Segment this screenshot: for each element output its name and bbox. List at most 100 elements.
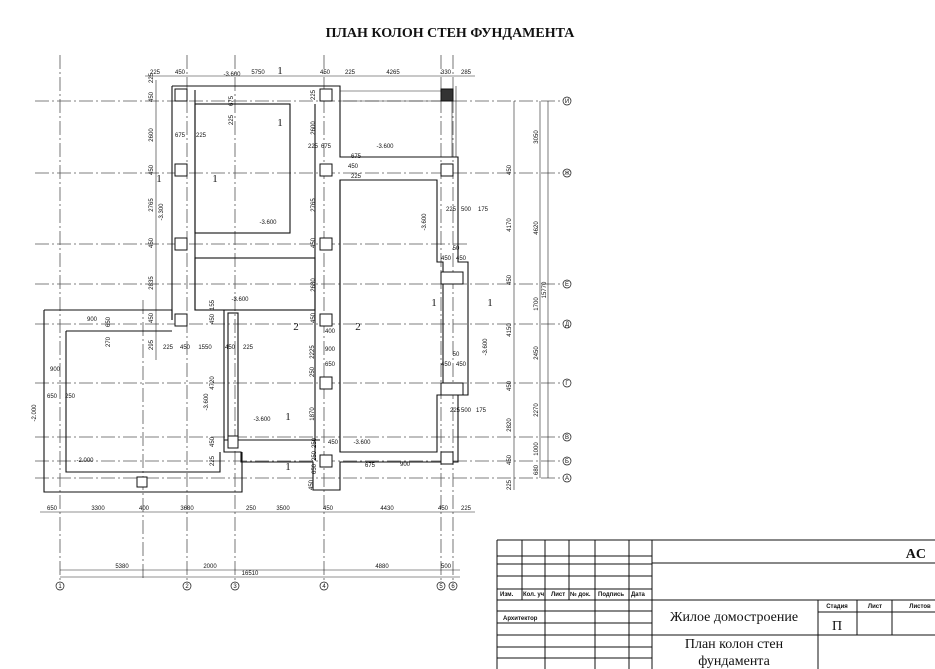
dimension-label-bottom: 450: [323, 506, 334, 512]
axis-bubble: [562, 473, 572, 483]
dimension-label-interior: 1550: [198, 345, 212, 351]
dimension-label-interior: 2765: [311, 198, 317, 212]
dimension-label-left: 450: [149, 91, 155, 102]
axis-bubble: [562, 279, 572, 289]
dimension-label-left: 2600: [149, 128, 155, 142]
column: [319, 237, 333, 251]
axis-label-column: 1: [58, 584, 62, 590]
dimension-label-bottom: 3680: [180, 506, 194, 512]
header-signature: Подпись: [598, 592, 624, 598]
dimension-label-interior: 450: [210, 313, 216, 324]
dimension-label-left: 450: [149, 312, 155, 323]
section-mark: 1: [431, 297, 437, 309]
column: [440, 451, 454, 465]
dimension-label-right-inner: 450: [507, 454, 513, 465]
dimension-label-bottom: 450: [438, 506, 449, 512]
annotation-marks: -3.600-3.600-3.600-3.600-3.600-3.600-3.6…: [32, 65, 493, 473]
axis-label-row: И: [565, 99, 569, 105]
dimension-label-interior: 400: [325, 329, 336, 335]
section-mark: 1: [156, 173, 162, 185]
section-mark: 1: [277, 117, 283, 129]
dimension-label-bottom: 250: [246, 506, 257, 512]
dimension-label-interior: 225: [163, 345, 174, 351]
dimension-label-interior: 900: [400, 462, 411, 468]
dimension-label-right: 4620: [534, 221, 540, 235]
dimension-label-bottom: 4430: [380, 506, 394, 512]
dimension-label-chain: 2000: [203, 564, 217, 570]
axis-label-row: Е: [565, 282, 569, 288]
axis-bubble: [562, 456, 572, 466]
dimension-label-right: 680: [534, 464, 540, 475]
axis-label-row: В: [565, 435, 569, 441]
elevation-mark: -3.600: [223, 72, 241, 78]
section-mark: 1: [487, 297, 493, 309]
column: [174, 237, 188, 251]
axis-bubble: [562, 432, 572, 442]
elevation-mark: -3.600: [483, 338, 489, 356]
axis-bubble: [436, 581, 446, 591]
dimension-label-right: 2450: [534, 346, 540, 360]
axis-bubble: [319, 581, 329, 591]
dimension-label-bottom: 225: [461, 506, 472, 512]
dimension-label-interior: 225: [308, 144, 319, 150]
foundation-walls: [43, 85, 469, 493]
dimension-label-interior: 225: [243, 345, 254, 351]
dimension-label-total: 16510: [242, 571, 259, 577]
dimension-label-right: 1700: [534, 297, 540, 311]
dimension-label-interior: 2225: [310, 345, 316, 359]
dimension-label-right-inner: 225: [507, 479, 513, 490]
column: [319, 376, 333, 390]
header-date: Дата: [631, 592, 646, 598]
elevation-mark: -2.000: [32, 404, 38, 422]
dimension-label-interior: 675: [175, 133, 186, 139]
dimension-label-interior: 650: [325, 362, 336, 368]
dimension-label-interior: 225: [446, 207, 457, 213]
sheet-label: Лист: [868, 604, 882, 610]
section-mark: 1: [212, 173, 218, 185]
section-mark: 2: [355, 321, 361, 333]
axis-label-column: 6: [451, 584, 455, 590]
elevation-mark: -3.600: [353, 440, 371, 446]
dimension-label-interior: 250: [312, 450, 318, 461]
columns: [136, 88, 464, 488]
dimension-label-interior: 450: [456, 256, 467, 262]
header-doc-no: № док.: [570, 591, 591, 598]
axis-bubble: [562, 168, 572, 178]
dimension-label-right-inner: 4150: [507, 323, 513, 337]
dimension-label-left: 225: [149, 72, 155, 83]
dimension-label-interior: 225: [450, 408, 461, 414]
dimension-label-bottom: 650: [47, 506, 58, 512]
dimension-label-right-inner: 450: [507, 274, 513, 285]
dimension-label-interior: 450: [328, 440, 339, 446]
dimension-label-interior: 650: [312, 463, 318, 474]
dimension-label-interior: 450: [348, 164, 359, 170]
dimension-label-interior: 225: [351, 174, 362, 180]
dimension-label-right-total: 15770: [542, 281, 548, 298]
axis-label-column: 3: [233, 584, 237, 590]
dimension-label-right: 1000: [534, 442, 540, 456]
elevation-mark: -3.600: [259, 220, 277, 226]
dimension-label-top: 225: [150, 70, 161, 76]
dimension-label-interior: 225: [196, 133, 207, 139]
dimension-label-top: 225: [345, 70, 356, 76]
axis-bubble: [562, 378, 572, 388]
elevation-mark: -3.600: [376, 144, 394, 150]
axis-label-row: Ж: [564, 171, 570, 177]
dimension-label-interior: 225: [229, 114, 235, 125]
column: [174, 313, 188, 327]
dimension-label-interior: 900: [325, 347, 336, 353]
axis-label-column: 4: [322, 584, 326, 590]
column-filled: [440, 88, 454, 102]
dimension-label-chain: 500: [441, 564, 452, 570]
dimension-label-interior: 2680: [311, 278, 317, 292]
dimension-label-interior: 500: [461, 207, 472, 213]
dimension-label-interior: 450: [180, 345, 191, 351]
dimension-label-interior: 900: [50, 367, 61, 373]
axis-label-row: Б: [565, 459, 569, 465]
dimension-label-interior: 500: [461, 408, 472, 414]
dimension-label-top: 285: [461, 70, 472, 76]
dimension-label-interior: 900: [87, 317, 98, 323]
column: [227, 435, 239, 449]
axis-bubble: [55, 581, 65, 591]
